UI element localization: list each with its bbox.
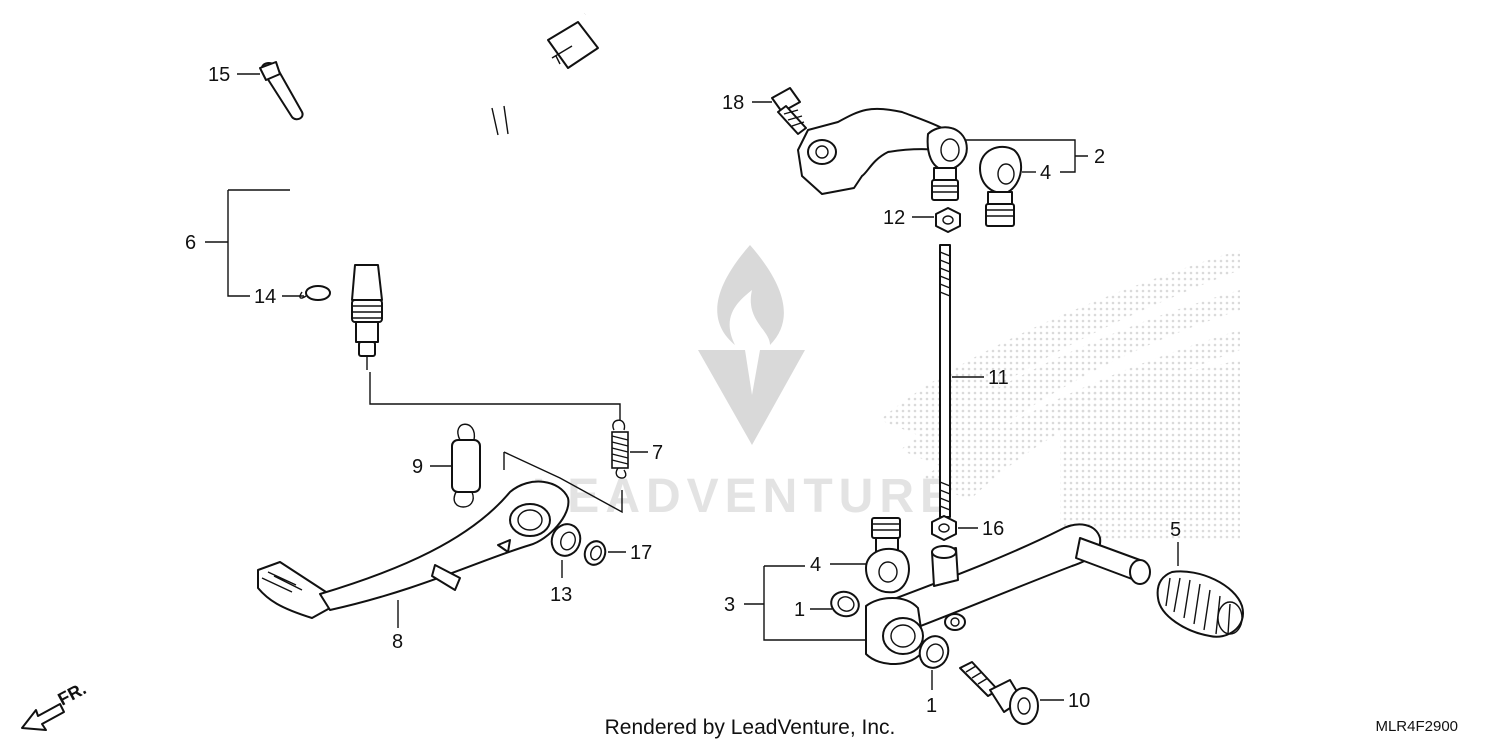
callout-3: 3 <box>724 594 735 616</box>
snap-ring <box>583 540 607 566</box>
callout-4-top: 4 <box>1040 162 1051 184</box>
tie-rod <box>939 244 951 518</box>
bolt-top <box>771 87 807 135</box>
callout-5: 5 <box>1170 519 1181 541</box>
watermark-text: LEADVENTURE <box>532 470 958 523</box>
pivot-bolt <box>959 661 1039 725</box>
spring-pedal <box>451 423 481 508</box>
dust-seal-upper <box>830 590 860 618</box>
render-credit: Rendered by LeadVenture, Inc. <box>604 716 896 739</box>
callout-18: 18 <box>722 92 744 114</box>
lock-nut-bottom <box>931 515 957 541</box>
callout-6: 6 <box>185 232 196 254</box>
callout-1-upper: 1 <box>794 599 805 621</box>
callout-numbers: 15 6 14 9 7 8 13 17 18 2 4 12 11 16 5 4 … <box>185 64 1181 717</box>
dust-seal-lower <box>918 635 950 669</box>
callout-4-bottom: 4 <box>810 554 821 576</box>
callout-9: 9 <box>412 456 423 478</box>
leader-sensor-spring <box>369 372 621 420</box>
callout-1-lower: 1 <box>926 695 937 717</box>
callout-17: 17 <box>630 542 652 564</box>
gearshift-pedal <box>885 523 1151 631</box>
spring-return <box>611 419 629 479</box>
callout-14: 14 <box>254 286 276 308</box>
callout-16: 16 <box>982 518 1004 540</box>
callout-7: 7 <box>652 442 663 464</box>
leadventure-logo-watermark <box>698 245 805 445</box>
leader-lines <box>205 73 1179 701</box>
ball-joint <box>979 145 1023 227</box>
washer <box>550 523 582 557</box>
pedal-rubber <box>1156 570 1245 638</box>
callout-15: 15 <box>208 64 230 86</box>
callout-10: 10 <box>1068 690 1090 712</box>
harness-clip <box>259 61 304 121</box>
lock-nut-top <box>935 207 961 233</box>
callout-13: 13 <box>550 584 572 606</box>
shift-arm <box>797 107 968 201</box>
callout-11: 11 <box>988 367 1009 389</box>
ball-joint-lower <box>865 517 910 594</box>
callout-8: 8 <box>392 631 403 653</box>
brake-pedal <box>257 480 570 619</box>
callout-2: 2 <box>1094 146 1105 168</box>
brand-wing-watermark <box>880 250 1240 540</box>
pedal-pivot-sleeve <box>865 597 925 666</box>
switch-assembly <box>291 11 606 370</box>
diagram-code: MLR4F2900 <box>1375 718 1458 735</box>
leader-pedal-pivot <box>503 451 623 514</box>
o-ring-small <box>299 285 331 301</box>
callout-12: 12 <box>883 207 905 229</box>
